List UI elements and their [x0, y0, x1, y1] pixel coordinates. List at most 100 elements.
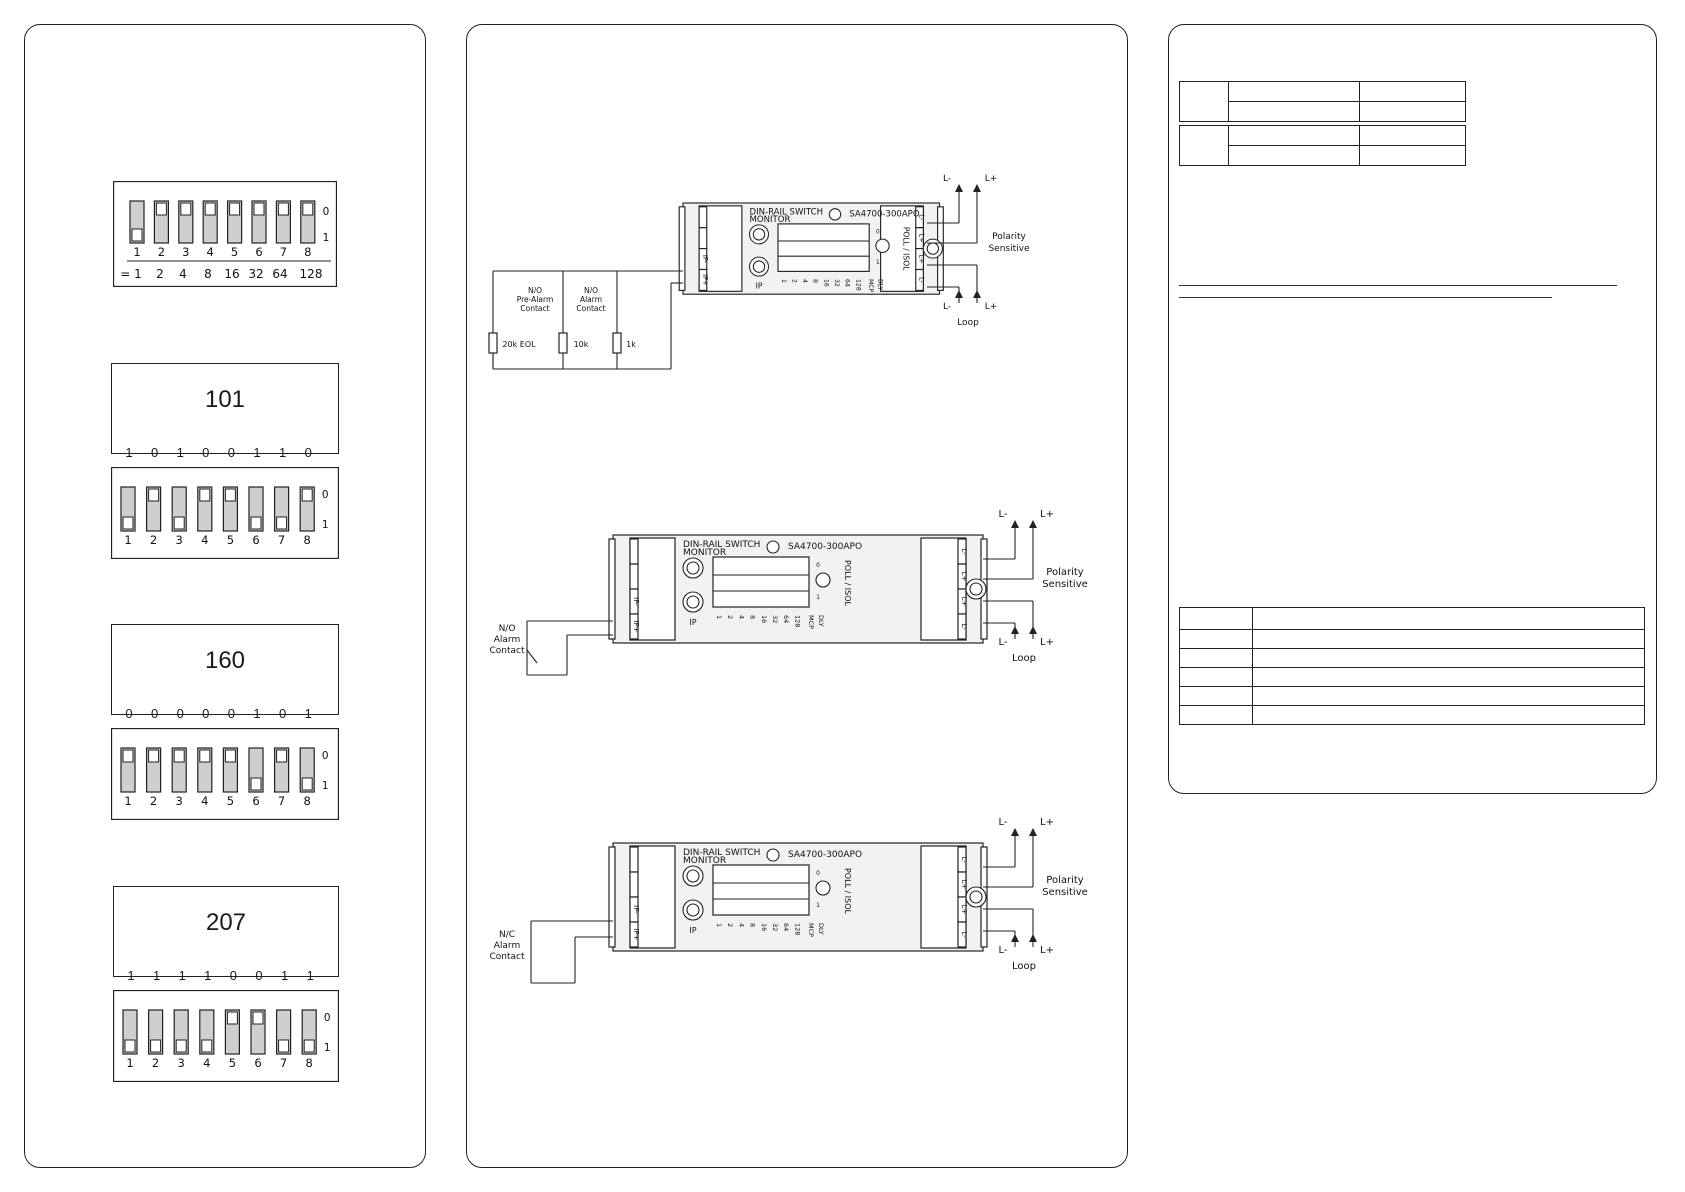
address-bit: 1	[176, 445, 184, 460]
dip-switch-knob	[199, 488, 211, 502]
dip-weight-label: 4	[179, 267, 187, 281]
weight-label: 128	[854, 279, 861, 291]
dip-switch-knob	[252, 1011, 264, 1025]
dip-switch-number: 6	[254, 1056, 261, 1070]
address-bit: 0	[176, 706, 184, 721]
terminal-label: L-	[960, 548, 968, 555]
loop-plus-label: L+	[1040, 637, 1054, 648]
dip-switch-knob	[124, 1039, 136, 1053]
dip-switch-knob	[302, 202, 314, 216]
address-bit: 0	[202, 706, 210, 721]
status-cell	[1252, 607, 1645, 630]
dip-switch-number: 6	[255, 245, 262, 259]
loop-minus-label: L-	[998, 637, 1007, 648]
dip-switch-number: 3	[176, 533, 183, 547]
dly-label: DLY	[877, 279, 884, 290]
status-cell	[1252, 705, 1645, 725]
dip-switch-number: 1	[126, 1056, 133, 1070]
dip-switch-number: 8	[304, 245, 311, 259]
weight-label: 16	[760, 923, 768, 931]
outline	[957, 921, 967, 948]
poll-isol-label: POLL / ISOL	[843, 560, 852, 607]
terminal-label: IP-	[632, 597, 640, 606]
device-model: SA4700-300APO	[788, 850, 862, 860]
outline	[698, 206, 708, 229]
dip-switch-knob	[250, 516, 262, 530]
address-bit: 1	[152, 968, 161, 983]
dip-switch-number: 7	[278, 794, 285, 808]
terminal-label: IP+	[632, 620, 640, 632]
weight-label: 64	[844, 279, 851, 287]
outline	[915, 268, 924, 291]
dip-weight-label: 8	[204, 267, 212, 281]
dip-weight-label: 16	[224, 267, 239, 281]
dip-switch-number: 5	[227, 533, 234, 547]
dip-switch-knob	[303, 1039, 315, 1053]
terminal-label: L+	[960, 905, 968, 915]
contact-label: Contact	[489, 646, 524, 656]
dip-switch-number: 3	[182, 245, 189, 259]
weight-label: 2	[726, 615, 734, 619]
weight-label: 8	[749, 615, 757, 619]
spec-cell	[1359, 81, 1466, 102]
dip-switch-knob	[250, 777, 262, 791]
divider-line	[1179, 285, 1617, 286]
dip-switch-number: 1	[124, 794, 131, 808]
arrow-icon	[1011, 626, 1019, 634]
dip-switch-knob	[278, 1039, 290, 1053]
outline	[777, 223, 870, 272]
loop-minus-label: L-	[943, 302, 951, 312]
address-value: 160	[204, 647, 246, 674]
loop-minus-label: L-	[998, 509, 1007, 520]
terminal-label: L+	[960, 597, 968, 607]
address-bit: 1	[178, 968, 186, 983]
loop-minus-label: L-	[998, 945, 1007, 956]
weight-label: 4	[801, 279, 808, 283]
contact-label: Alarm	[580, 295, 602, 304]
status-table	[1179, 607, 1645, 725]
status-cell	[1252, 629, 1645, 649]
dip-switch-number: 2	[150, 794, 157, 808]
dip-switch-knob	[173, 749, 185, 763]
outline	[629, 846, 639, 873]
dip-switch-number: 6	[252, 794, 259, 808]
dip-switch-knob	[204, 202, 216, 216]
loop-minus-label: L-	[998, 817, 1007, 828]
state-label-off: 0	[322, 489, 329, 501]
address-value: 207	[205, 909, 247, 936]
address-bit: 1	[204, 968, 212, 983]
spec-cell	[1359, 101, 1466, 122]
polarity-label: Polarity	[1046, 875, 1084, 886]
dip-switch-knob	[175, 1039, 187, 1053]
weight-label: 64	[782, 923, 790, 931]
status-cell	[1179, 667, 1253, 687]
terminal-screw	[969, 582, 983, 596]
status-cell	[1179, 648, 1253, 668]
terminal-screw	[686, 561, 700, 575]
weight-label: 64	[782, 615, 790, 623]
status-cell	[1179, 629, 1253, 649]
dip-switch-number: 1	[124, 533, 131, 547]
terminal-label: IP-	[632, 905, 640, 914]
mcp-label: MCP	[807, 923, 815, 937]
outline	[608, 846, 616, 948]
dip-switch-number: 4	[201, 533, 208, 547]
contact-label: N/O	[528, 286, 542, 295]
terminal-screw	[752, 228, 766, 241]
address-bit: 0	[125, 706, 133, 721]
spec-cell	[1228, 145, 1360, 166]
dip-switch-knob	[131, 228, 143, 242]
terminal-screw	[828, 208, 842, 221]
arrow-icon	[1029, 626, 1037, 634]
dip-switch-knob	[148, 488, 160, 502]
loop-label: Loop	[957, 318, 979, 328]
dip-switch-number: 7	[280, 1056, 287, 1070]
arrow-icon	[1029, 934, 1037, 942]
weight-label: 2	[790, 279, 797, 283]
